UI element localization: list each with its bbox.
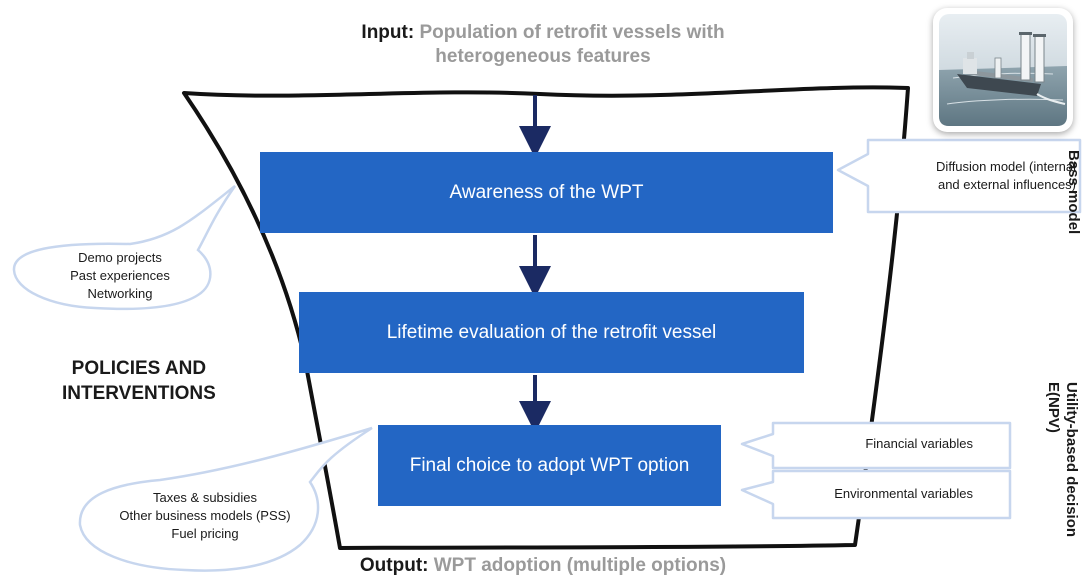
output-text: WPT adoption (multiple options) — [433, 555, 727, 576]
output-key: Output: — [359, 555, 429, 576]
demo-item: Networking — [87, 286, 153, 301]
demo-callout-text: Demo projects Past experiences Networkin… — [30, 249, 210, 303]
ship-photo-icon — [933, 8, 1073, 132]
demo-callout-bubble — [12, 185, 237, 311]
demo-item: Past experiences — [70, 268, 170, 283]
bass-model-label: Bass model — [1065, 150, 1082, 235]
policy-item: Taxes & subsidies — [152, 490, 258, 505]
input-text-line2: heterogeneous features — [435, 46, 651, 67]
diffusion-line: Diffusion model (internal — [936, 159, 1076, 174]
ship-illustration — [939, 14, 1067, 126]
environmental-callout-bubble — [740, 469, 1012, 520]
utility-decision-line1: Utility-based decision — [1063, 382, 1080, 538]
policies-line2: INTERVENTIONS — [62, 383, 216, 404]
policy-item: Other business models (PSS) — [119, 508, 291, 523]
utility-decision-label: Utility-based decision E(NPV) — [1044, 382, 1080, 537]
diffusion-callout-bubble — [836, 138, 1082, 214]
policy-callout-text: Taxes & subsidies Other business models … — [90, 489, 320, 543]
lifetime-stage-box: Lifetime evaluation of the retrofit vess… — [299, 292, 804, 373]
diffusion-callout-text: Diffusion model (internal and external i… — [870, 158, 1076, 194]
environmental-variables-text: Environmental variables — [834, 486, 973, 501]
input-key: Input: — [361, 22, 415, 43]
demo-item: Demo projects — [78, 250, 162, 265]
financial-callout-bubble — [740, 421, 1012, 470]
final-choice-stage-box: Final choice to adopt WPT option — [378, 425, 721, 506]
awareness-stage-box: Awareness of the WPT — [260, 152, 833, 233]
diffusion-line: and external influences) — [937, 177, 1076, 192]
policies-line1: POLICIES AND — [71, 358, 207, 379]
utility-decision-line2: E(NPV) — [1045, 382, 1062, 433]
financial-variables-text: Financial variables — [865, 436, 973, 451]
input-title-line1: Input: Population of retrofit vessels wi… — [0, 21, 1086, 45]
policies-label: POLICIES AND INTERVENTIONS — [62, 356, 216, 406]
output-title: Output: WPT adoption (multiple options) — [0, 554, 1086, 578]
input-text-line1: Population of retrofit vessels with — [419, 22, 725, 43]
policy-item: Fuel pricing — [171, 526, 239, 541]
policy-callout-bubble — [78, 426, 373, 572]
